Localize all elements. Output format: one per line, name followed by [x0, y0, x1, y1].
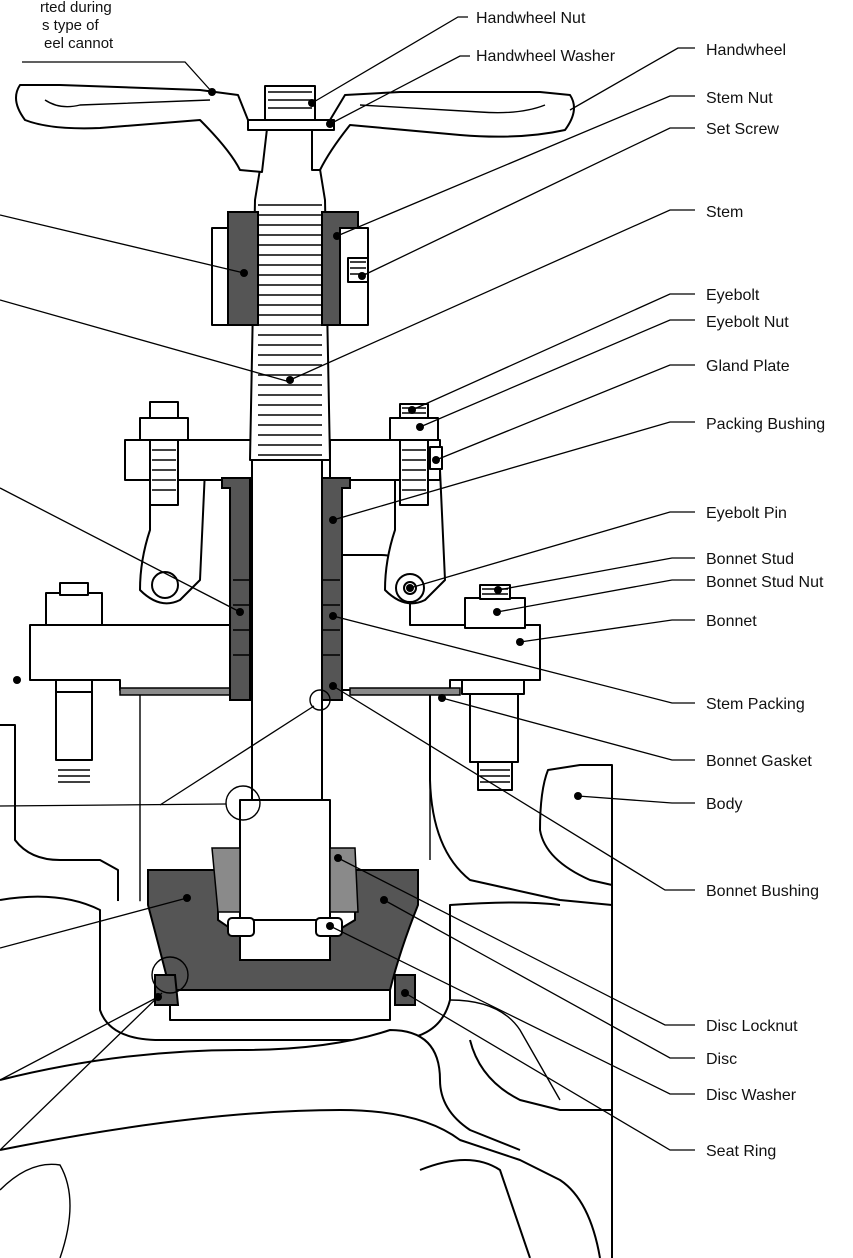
label-eyebolt-pin: Eyebolt Pin [706, 505, 787, 522]
label-bonnet-stud-nut: Bonnet Stud Nut [706, 574, 824, 591]
label-gland-plate: Gland Plate [706, 358, 790, 375]
label-bonnet-stud: Bonnet Stud [706, 551, 794, 568]
label-stem-nut: Stem Nut [706, 90, 773, 107]
valve-body [0, 690, 613, 1258]
label-set-screw: Set Screw [706, 121, 779, 138]
label-packing-bushing: Packing Bushing [706, 416, 825, 433]
label-disc-locknut: Disc Locknut [706, 1018, 798, 1035]
top-left-note: rted during s type of eel cannot [40, 0, 114, 52]
label-stem: Stem [706, 204, 743, 221]
label-handwheel-nut: Handwheel Nut [476, 10, 586, 27]
eyebolt-right [389, 403, 443, 506]
bonnet-stud-left [45, 582, 103, 783]
label-bonnet-gasket: Bonnet Gasket [706, 753, 812, 770]
stem-packing [233, 579, 340, 656]
label-handwheel: Handwheel [706, 42, 786, 59]
stem [239, 119, 331, 921]
label-bonnet-bushing: Bonnet Bushing [706, 883, 819, 900]
part-labels: Handwheel Nut Handwheel Washer Handwheel… [476, 10, 825, 1160]
bonnet-stud-right [461, 584, 526, 791]
label-seat-ring: Seat Ring [706, 1143, 776, 1160]
label-body: Body [706, 796, 742, 813]
disc-washer [227, 917, 343, 937]
handwheel-nut [264, 85, 316, 121]
label-stem-packing: Stem Packing [706, 696, 805, 713]
note-line-1: rted during [40, 0, 112, 16]
stem-nut [211, 211, 369, 326]
label-eyebolt-nut: Eyebolt Nut [706, 314, 789, 331]
label-eyebolt: Eyebolt [706, 287, 760, 304]
stem-threads [258, 204, 322, 456]
label-disc: Disc [706, 1051, 737, 1068]
handwheel [15, 84, 575, 173]
eyebolt-left [139, 401, 189, 506]
disc-locknut [211, 847, 359, 913]
note-line-2: s type of [42, 17, 100, 34]
label-handwheel-washer: Handwheel Washer [476, 48, 616, 65]
label-disc-washer: Disc Washer [706, 1087, 797, 1104]
label-bonnet: Bonnet [706, 613, 757, 630]
leader-lines [0, 16, 695, 1151]
note-line-3: eel cannot [44, 35, 114, 52]
